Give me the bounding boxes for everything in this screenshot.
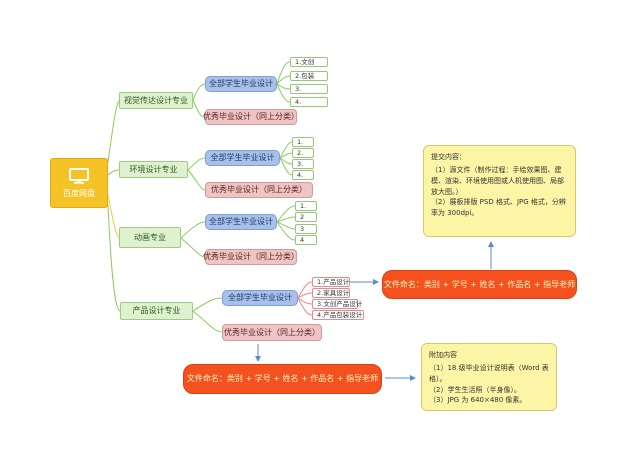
excellent-works-visual-communication[interactable]: 优秀毕业设计（同上分类） [203,109,299,125]
leaf-visual-2[interactable]: 2.包装 [290,71,328,81]
attachment-note: 附加内容 （1）18 级毕业设计说明表（Word 表格）。 （2）学生生活照（半… [421,343,557,411]
attachment-note-line-3: （3）JPG 为 640×480 像素。 [429,396,527,405]
root-node[interactable]: 百度网盘 [50,158,108,208]
connector-root-major-1 [107,99,121,163]
leaf-environment-2[interactable]: 2. [292,148,314,158]
naming-prefix-bottom: 文件命名： [186,374,227,383]
all-works-animation[interactable]: 全部学生毕业设计 [205,214,277,230]
all-works-product[interactable]: 全部学生毕业设计 [222,290,298,306]
submission-note-line-1: （1）源文件（制作过程：手绘效果图、建模、渲染、环境使用图或人机使用图、局部放大… [431,165,564,196]
file-naming-box-bottom[interactable]: 文件命名： 类别 + 学号 + 姓名 + 作品名 + 指导老师 [183,364,382,394]
leaf-animation-2[interactable]: 2 [295,212,317,222]
major-visual-communication[interactable]: 视觉传达设计专业 [119,92,193,109]
submission-note-title: 提交内容： [431,153,466,161]
naming-rule-bottom: 类别 + 学号 + 姓名 + 作品名 + 指导老师 [226,374,379,383]
root-label: 百度网盘 [63,189,95,198]
leaf-environment-4[interactable]: 4. [292,170,314,180]
attachment-note-title: 附加内容 [429,351,457,359]
leaf-product-4[interactable]: 4.产品包装设计 [312,310,364,320]
leaf-product-2[interactable]: 2.家具设计 [312,288,350,298]
leaf-visual-3[interactable]: 3. [290,84,328,94]
major-environment-design[interactable]: 环境设计专业 [119,161,188,178]
excellent-works-environment[interactable]: 优秀毕业设计（同上分类） [205,182,313,198]
submission-note-line-2: （2）展板排版 PSD 格式、JPG 格式，分辨率为 300dpi。 [431,198,566,218]
leaf-environment-1[interactable]: 1. [292,137,314,147]
leaf-environment-3[interactable]: 3. [292,159,314,169]
naming-rule-top: 类别 + 学号 + 姓名 + 作品名 + 指导老师 [423,279,576,289]
file-naming-box-top[interactable]: 文件命名： 类别 + 学号 + 姓名 + 作品名 + 指导老师 [382,270,577,299]
leaf-visual-1[interactable]: 1.文创 [290,57,328,67]
leaf-product-1[interactable]: 1.产品设计 [312,277,350,287]
excellent-works-animation[interactable]: 优秀毕业设计（同上分类） [203,249,299,265]
leaf-visual-4[interactable]: 4. [290,97,328,107]
excellent-works-product[interactable]: 优秀毕业设计（同上分类） [222,324,322,341]
monitor-icon [69,168,89,184]
submission-note: 提交内容： （1）源文件（制作过程：手绘效果图、建模、渲染、环境使用图或人机使用… [423,145,576,237]
leaf-animation-1[interactable]: 1. [295,201,317,211]
attachment-note-line-2: （2）学生生活照（半身像）。 [429,385,521,394]
leaf-animation-4[interactable]: 4 [295,235,317,245]
all-works-environment[interactable]: 全部学生毕业设计 [205,150,280,166]
connector-root-major-4 [107,204,121,312]
major-animation[interactable]: 动画专业 [119,227,181,248]
leaf-product-3[interactable]: 3.文创产品设计 [312,299,362,309]
attachment-note-line-1: （1）18 级毕业设计说明表（Word 表格）。 [429,363,549,383]
leaf-animation-3[interactable]: 3 [295,224,317,234]
naming-prefix-top: 文件命名： [383,279,424,289]
all-works-visual-communication[interactable]: 全部学生毕业设计 [205,76,277,92]
major-product-design[interactable]: 产品设计专业 [120,302,193,320]
